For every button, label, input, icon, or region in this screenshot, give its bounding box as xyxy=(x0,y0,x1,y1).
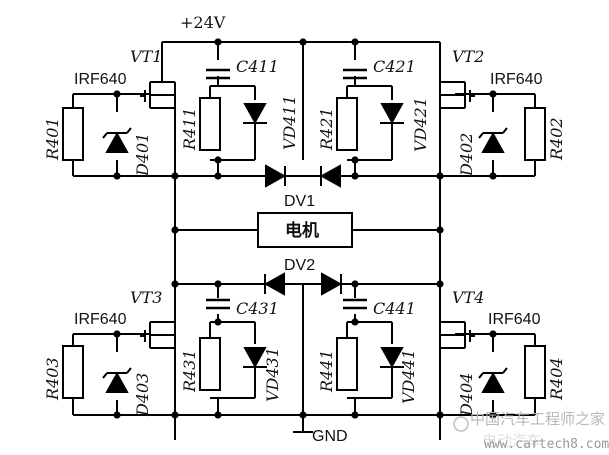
snubber-diodes xyxy=(243,103,404,369)
d402-label: D402 xyxy=(457,133,476,177)
vt2-label: VT2 xyxy=(452,47,484,66)
vd421-label: VD421 xyxy=(411,97,430,152)
r402-label: R402 xyxy=(547,117,566,161)
vt4-symbol xyxy=(440,321,475,349)
vt2-part: IRF640 xyxy=(490,71,543,88)
watermark-logo-icon xyxy=(453,416,469,432)
supply-label: +24V xyxy=(180,13,226,32)
r403-label: R403 xyxy=(43,357,62,401)
c441-label: C441 xyxy=(373,299,416,318)
c421-label: C421 xyxy=(373,57,416,76)
dv1-label: DV1 xyxy=(284,193,315,210)
dv2-label: DV2 xyxy=(284,257,315,274)
vt3-label: VT3 xyxy=(130,288,162,307)
r431-label: R431 xyxy=(180,349,199,393)
vt1-symbol xyxy=(140,81,175,109)
dv-diodes xyxy=(263,164,343,296)
vt3-part: IRF640 xyxy=(74,311,127,328)
vd411-label: VD411 xyxy=(280,95,299,150)
r401-label: R401 xyxy=(43,117,62,161)
r421-label: R421 xyxy=(317,107,336,151)
motor-label: 电机 xyxy=(285,220,319,240)
r421-body xyxy=(336,97,358,151)
zener-diodes xyxy=(102,127,508,393)
r441-body xyxy=(336,337,358,391)
r404-label: R404 xyxy=(547,357,566,401)
capacitors xyxy=(206,68,367,310)
watermark: 中国汽车工程师之家 电动汽车 www.cartech8.com xyxy=(453,410,609,452)
vt2-symbol xyxy=(440,81,475,109)
motor-box xyxy=(257,212,353,248)
r441-label: R441 xyxy=(317,349,336,393)
r431-body xyxy=(199,337,221,391)
r404-body xyxy=(524,345,546,399)
r411-label: R411 xyxy=(180,107,199,151)
d401-label: D401 xyxy=(133,133,152,177)
d404-label: D404 xyxy=(457,373,476,417)
c431-label: C431 xyxy=(236,299,279,318)
vt1-label: VT1 xyxy=(130,47,162,66)
vt4-label: VT4 xyxy=(452,288,484,307)
watermark-url: www.cartech8.com xyxy=(484,437,609,452)
rotated-labels: R401 R402 R403 R404 R411 R421 R431 R441 … xyxy=(43,95,566,417)
c411-label: C411 xyxy=(236,57,279,76)
watermark-faded: 电动汽车 xyxy=(482,432,542,450)
r411-body xyxy=(199,97,221,151)
resistors xyxy=(62,97,546,399)
ground-label: GND xyxy=(312,428,348,445)
r401-body xyxy=(62,107,84,161)
vt3-symbol xyxy=(140,321,175,349)
d403-label: D403 xyxy=(133,373,152,417)
r402-body xyxy=(524,107,546,161)
vd431-label: VD431 xyxy=(263,347,282,402)
vt4-part: IRF640 xyxy=(488,311,541,328)
vd441-label: VD441 xyxy=(399,349,418,404)
vt1-part: IRF640 xyxy=(74,71,127,88)
watermark-title: 中国汽车工程师之家 xyxy=(470,410,605,428)
r403-body xyxy=(62,345,84,399)
